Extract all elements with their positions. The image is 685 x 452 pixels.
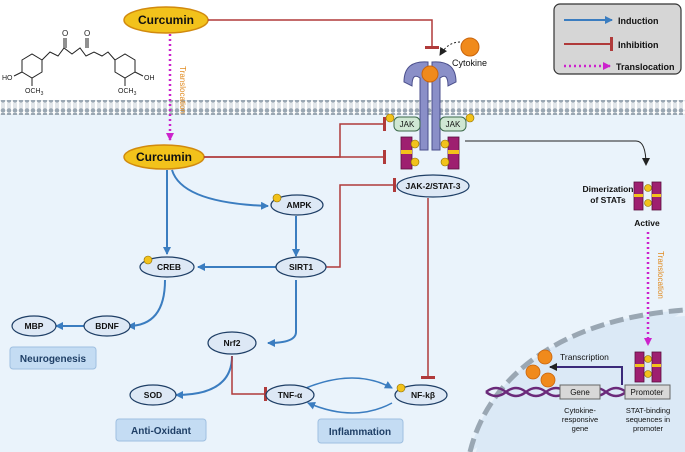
ampk-node [270, 193, 324, 216]
curcumin-to-ampk-arrow [171, 169, 269, 210]
nfkb-label: NF-kβ [411, 390, 435, 400]
anti-oxidant-label: Anti-Oxidant [131, 426, 192, 437]
cytokine-product-2 [525, 364, 541, 380]
mbp-node [11, 315, 57, 337]
translocation-right-label: Translocation [656, 251, 665, 299]
neurogenesis-box [9, 346, 97, 370]
inflammation-label: Inflammation [329, 427, 391, 438]
cytokine-gene-label-2: responsive [562, 415, 598, 424]
legend-translocation-label: Translocation [616, 62, 675, 72]
tnf-node [265, 384, 315, 406]
ketone-o-right: O [84, 29, 90, 38]
tnf-to-nfkb-arrow [305, 377, 393, 389]
dimerized-stat [633, 181, 662, 211]
legend-inhibition-label: Inhibition [618, 40, 659, 50]
sirt1-to-nrf2-arrow [267, 280, 297, 347]
bdnf-label: BDNF [95, 321, 119, 331]
sod-label: SOD [144, 390, 162, 400]
sirt1-node [275, 256, 327, 278]
dimerization-label-2: of STATs [590, 195, 626, 205]
transcription-label: Transcription [560, 352, 609, 362]
cytokine-receptor [403, 61, 457, 151]
legend-box [553, 3, 682, 75]
promoter-box [624, 384, 671, 400]
active-label: Active [634, 218, 660, 228]
curcumin-structure [13, 38, 144, 86]
tnf-label: TNF-α [278, 390, 303, 400]
anti-oxidant-box [115, 418, 207, 442]
phospho-jak-right [465, 113, 475, 123]
stat-binding-label-1: STAT-binding [626, 406, 670, 415]
promoter-label: Promoter [631, 388, 664, 397]
nfkb-node [394, 383, 448, 406]
cytokine-gene-label-3: gene [572, 424, 589, 433]
neurogenesis-label: Neurogenesis [20, 354, 87, 365]
stat-dimer-receptor [400, 136, 460, 170]
mbp-label: MBP [25, 321, 44, 331]
sod-node [129, 384, 177, 406]
cytokine-gene-label-1: Cytokine- [564, 406, 596, 415]
cell-membrane [0, 100, 685, 115]
creb-label: CREB [157, 262, 181, 272]
curcumin-inhibits-cytokine-binding [208, 19, 439, 49]
stat-to-dimerization-arrow [465, 140, 650, 166]
nrf2-label: Nrf2 [223, 338, 240, 348]
cytokine-binding-arrow [439, 41, 461, 56]
jak-right-label: JAK [446, 120, 461, 129]
jak-left-label: JAK [400, 120, 415, 129]
ampk-label: AMPK [286, 200, 312, 210]
jak2-stat3-node [396, 174, 470, 198]
transcription-arrow [549, 363, 623, 385]
cytokine-product-1 [537, 349, 553, 365]
legend-induction-label: Induction [618, 16, 659, 26]
cytokine-product-3 [540, 372, 556, 388]
stat-binding-label-3: promoter [633, 424, 664, 433]
bdnf-node [83, 315, 131, 337]
cytokine-label: Cytokine [452, 58, 487, 68]
stat-dimer-nucleus [634, 351, 662, 383]
jak-right [439, 116, 467, 132]
sirt1-label: SIRT1 [289, 262, 313, 272]
creb-node [139, 255, 195, 278]
left-phenyl-ring [21, 53, 43, 79]
curcumin-top-label: Curcumin [138, 13, 194, 27]
gene-box [559, 384, 601, 400]
jak-left [393, 116, 421, 132]
cytokine-ball [460, 37, 480, 57]
gene-label: Gene [570, 388, 590, 397]
creb-to-bdnf-arrow [127, 279, 166, 330]
right-phenyl-ring [114, 53, 136, 79]
bound-cytokine [421, 65, 439, 83]
nrf2-node [207, 331, 257, 355]
ketone-o-left: O [62, 29, 68, 38]
hydroxyl-left: HO [2, 75, 13, 82]
sirt1-inhibits-jak2-stat3 [325, 178, 396, 268]
dimerization-label-1: Dimerization [582, 184, 633, 194]
jak2-stat3-label: JAK-2/STAT-3 [406, 181, 461, 191]
stat-binding-label-2: sequences in [626, 415, 670, 424]
methoxy-right: OCH3 [118, 88, 137, 97]
nucleus [476, 316, 685, 452]
nrf2-inhibits-tnf [231, 356, 267, 401]
phospho-jak-left [385, 113, 395, 123]
hydroxyl-right: OH [144, 75, 155, 82]
methoxy-left: OCH3 [25, 88, 44, 97]
inflammation-box [317, 418, 404, 444]
curcumin-mid-label: Curcumin [136, 150, 192, 164]
nfkb-to-tnf-arrow [307, 402, 393, 414]
translocation-left-label: Translocation [178, 66, 187, 114]
